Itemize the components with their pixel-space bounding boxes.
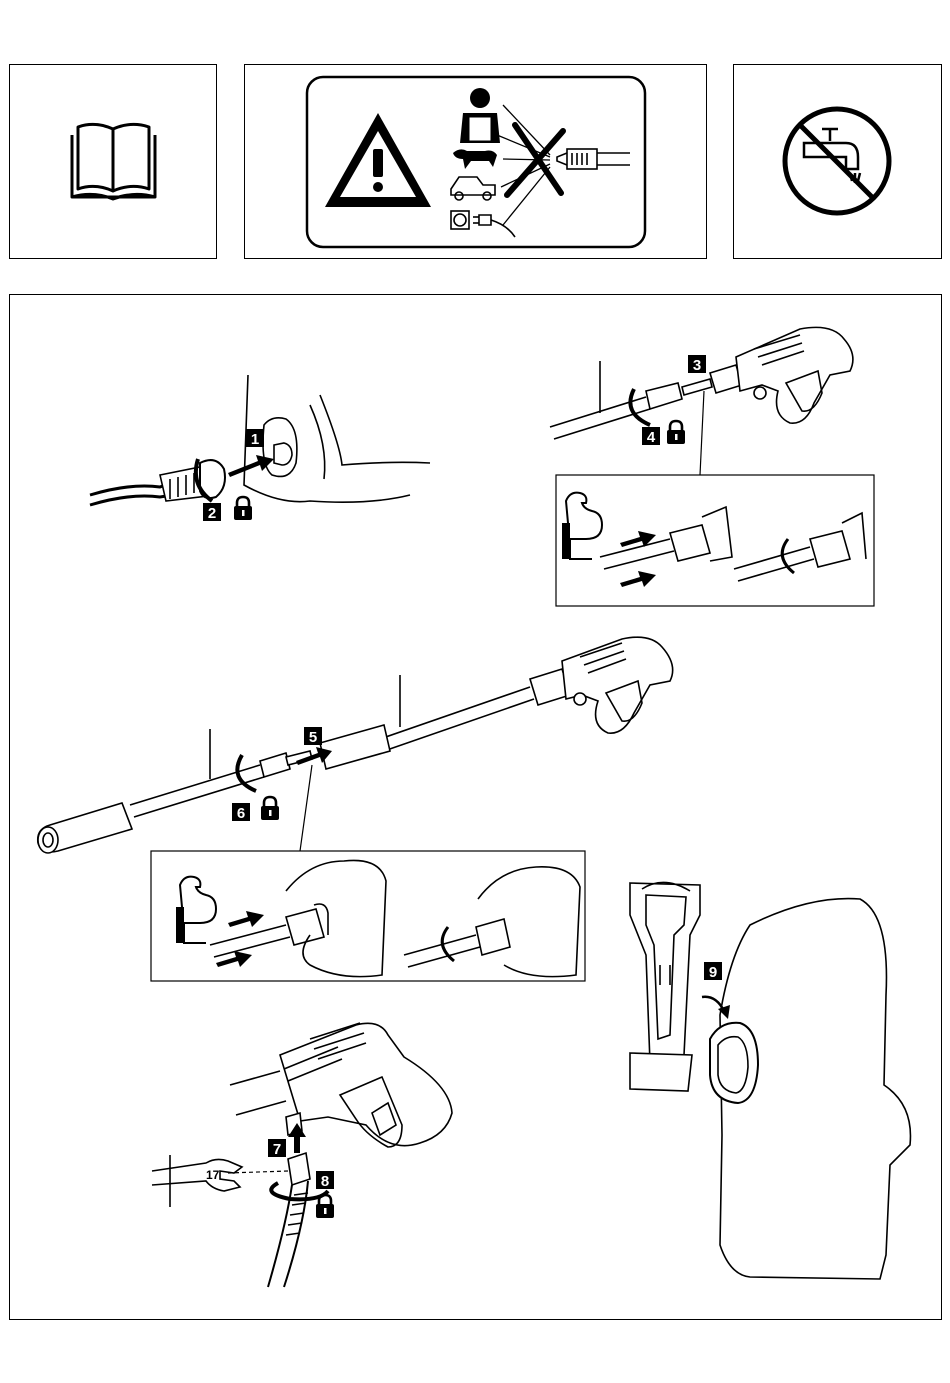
arrow-push-hose: [228, 455, 274, 477]
svg-text:5: 5: [309, 729, 317, 746]
step-badge-4: 4: [642, 427, 660, 446]
step-badge-1: 1: [246, 429, 264, 448]
manual-symbol-panel: [9, 64, 217, 259]
detail-callout-nozzle: [151, 851, 585, 981]
svg-text:4: 4: [647, 429, 656, 446]
dog-icon: [453, 149, 497, 169]
svg-text:6: 6: [237, 805, 245, 822]
svg-text:1: 1: [251, 431, 259, 448]
step-badge-6: 6: [232, 803, 250, 822]
step-5-6-connect-nozzle: [38, 637, 673, 853]
padlock-icon: [316, 1195, 334, 1218]
wrench-size-mark: 17: [206, 1168, 220, 1182]
nozzle-icon: [557, 149, 630, 169]
padlock-icon: [667, 421, 685, 444]
step-9-mount-holder: [630, 882, 910, 1279]
warning-triangle-icon: [325, 113, 431, 207]
socket-icon: [451, 211, 469, 229]
vehicle-icon: [451, 177, 495, 200]
warning-label: [245, 65, 706, 258]
arrow-rotate-nozzle: [237, 755, 256, 791]
padlock-icon: [234, 497, 252, 520]
step-badge-2: 2: [203, 503, 221, 522]
open-book-icon: [10, 65, 216, 258]
step-badge-7: 7: [268, 1139, 286, 1158]
no-drinking-water-panel: [733, 64, 942, 259]
assembly-illustration: 1 2 3 4: [10, 295, 941, 1319]
step-7-8-connect-hose-to-gun: [152, 1023, 452, 1287]
svg-text:2: 2: [208, 505, 216, 522]
safety-warning-panel: [244, 64, 707, 259]
person-icon: [460, 88, 500, 143]
step-badge-8: 8: [316, 1171, 334, 1190]
step-badge-9: 9: [704, 962, 722, 981]
padlock-icon: [261, 797, 279, 820]
svg-text:7: 7: [273, 1141, 281, 1158]
step-badge-5: 5: [304, 727, 322, 746]
svg-text:9: 9: [709, 964, 717, 981]
no-drinking-water-icon: [734, 65, 941, 258]
step-3-4-connect-lance: [550, 327, 853, 439]
assembly-instructions-panel: 1 2 3 4: [9, 294, 942, 1320]
step-badge-3: 3: [688, 355, 706, 374]
svg-text:3: 3: [693, 357, 701, 374]
svg-text:8: 8: [321, 1173, 329, 1190]
